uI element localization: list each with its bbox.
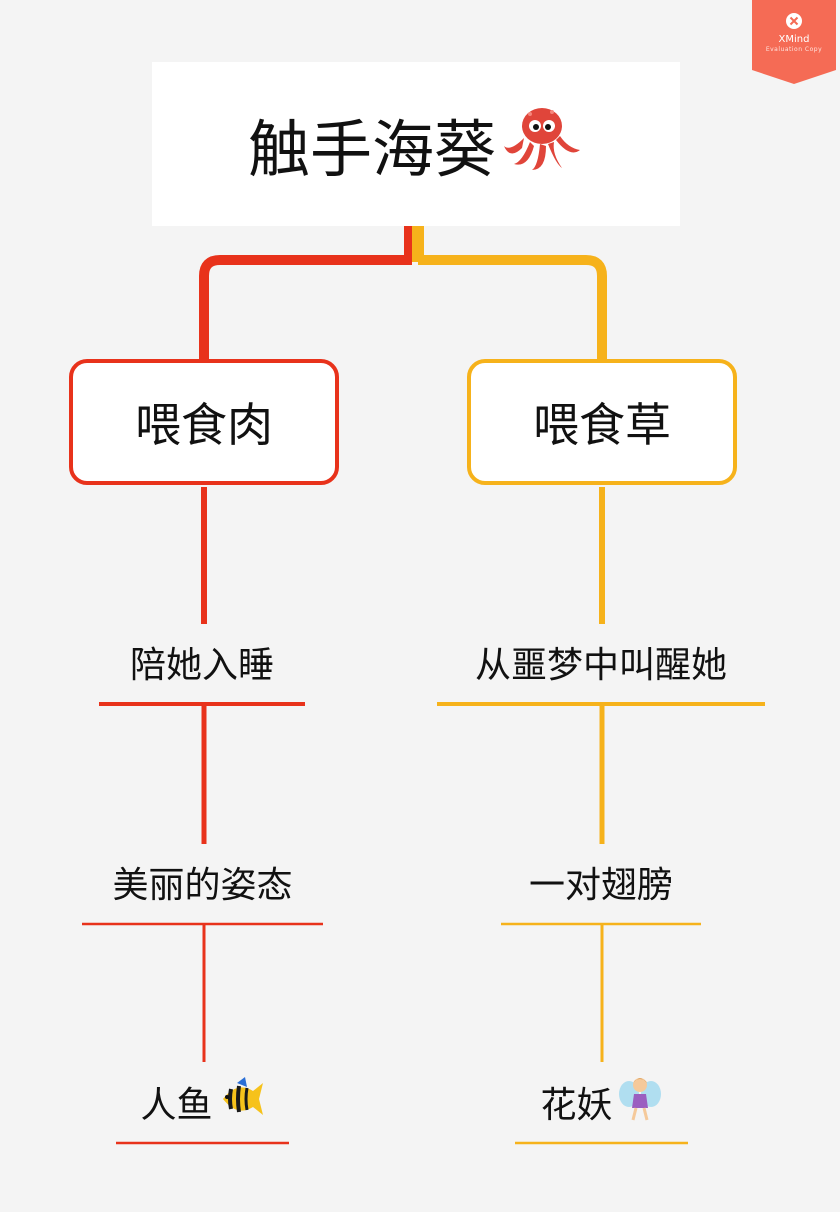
subtopic-left-1-label: 陪她入睡: [129, 645, 274, 686]
branch-topic-meat[interactable]: 喂食肉: [69, 359, 339, 485]
connector-root-left-branch: [199, 255, 412, 359]
subtopic-left-2[interactable]: 美丽的姿态: [82, 856, 323, 908]
subtopic-right-1-label: 从噩梦中叫醒她: [474, 645, 727, 686]
root-topic[interactable]: 触手海葵: [152, 62, 680, 226]
subtopic-left-3-label: 人鱼: [140, 1085, 213, 1126]
branch-topic-grass[interactable]: 喂食草: [467, 359, 737, 485]
branch-topic-meat-label: 喂食肉: [135, 398, 273, 452]
subtopic-right-1[interactable]: 从噩梦中叫醒她: [437, 636, 765, 688]
fairy-icon: [617, 1074, 663, 1131]
watermark-ribbon: [752, 0, 836, 84]
subtopic-left-2-label: 美丽的姿态: [112, 865, 293, 906]
watermark-brand: XMind: [778, 34, 810, 45]
subtopic-right-3[interactable]: 花妖: [515, 1074, 688, 1130]
xmind-logo-icon: [786, 13, 802, 29]
watermark-label: Evaluation Copy: [765, 46, 823, 53]
root-topic-label: 触手海葵: [247, 113, 496, 186]
subtopic-left-3[interactable]: 人鱼: [116, 1074, 289, 1130]
subtopic-right-3-label: 花妖: [540, 1085, 613, 1126]
subtopic-right-2-label: 一对翅膀: [528, 865, 673, 906]
subtopic-left-1[interactable]: 陪她入睡: [99, 636, 305, 688]
connector-root-right-branch: [418, 255, 607, 359]
branch-topic-grass-label: 喂食草: [533, 398, 671, 452]
subtopic-right-2[interactable]: 一对翅膀: [501, 856, 701, 908]
tropical-fish-icon: [217, 1076, 265, 1128]
octopus-icon: [500, 102, 584, 187]
